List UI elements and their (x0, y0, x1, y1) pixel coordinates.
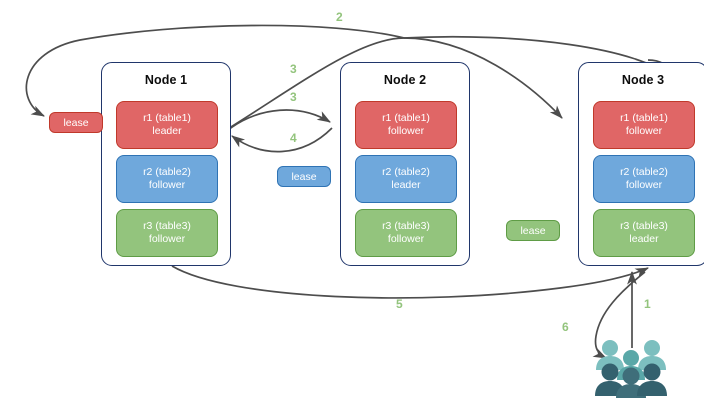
replica-name: r3 (table3) (143, 220, 191, 232)
node-container-2[interactable]: Node 2 r1 (table1) follower r2 (table2) … (340, 62, 470, 266)
edge-label-5: 5 (396, 297, 403, 311)
replica-name: r1 (table1) (143, 112, 191, 124)
edge-label-2: 2 (336, 10, 343, 24)
node-title: Node 1 (144, 73, 188, 87)
replica-n1-r3[interactable]: r3 (table3) follower (116, 209, 218, 257)
edge-label-6: 6 (562, 320, 569, 334)
edge-5 (171, 265, 649, 299)
edge-label-1: 1 (644, 297, 651, 311)
node-container-1[interactable]: Node 1 r1 (table1) leader r2 (table2) fo… (101, 62, 231, 266)
edge-label-3-lower: 3 (290, 90, 297, 104)
lease-chip-red[interactable]: lease (49, 112, 103, 133)
replica-name: r2 (table2) (382, 166, 430, 178)
replica-name: r2 (table2) (620, 166, 668, 178)
replica-n1-r2[interactable]: r2 (table2) follower (116, 155, 218, 203)
replica-name: r1 (table1) (382, 112, 430, 124)
node-title: Node 3 (621, 73, 665, 87)
replica-name: r1 (table1) (620, 112, 668, 124)
replica-name: r3 (table3) (382, 220, 430, 232)
replica-role: follower (148, 179, 186, 191)
replica-role: leader (629, 233, 659, 245)
replica-role: leader (152, 125, 182, 137)
replica-n3-r1[interactable]: r1 (table1) follower (593, 101, 695, 149)
node-title: Node 2 (383, 73, 427, 87)
replica-n2-r3[interactable]: r3 (table3) follower (355, 209, 457, 257)
replica-n3-r2[interactable]: r2 (table2) follower (593, 155, 695, 203)
replica-role: leader (391, 179, 421, 191)
node-container-3[interactable]: Node 3 r1 (table1) follower r2 (table2) … (578, 62, 704, 266)
replica-role: follower (625, 125, 663, 137)
replica-n1-r1[interactable]: r1 (table1) leader (116, 101, 218, 149)
lease-chip-blue[interactable]: lease (277, 166, 331, 187)
edge-label-4: 4 (290, 131, 297, 145)
users-group-icon (595, 340, 667, 398)
replica-role: follower (387, 125, 425, 137)
replica-n2-r2[interactable]: r2 (table2) leader (355, 155, 457, 203)
replica-role: follower (148, 233, 186, 245)
replica-n2-r1[interactable]: r1 (table1) follower (355, 101, 457, 149)
edge-4-lens (231, 127, 333, 153)
lease-chip-green[interactable]: lease (506, 220, 560, 241)
replica-name: r2 (table2) (143, 166, 191, 178)
replica-n3-r3[interactable]: r3 (table3) leader (593, 209, 695, 257)
replica-name: r3 (table3) (620, 220, 668, 232)
edge-label-3-upper: 3 (290, 62, 297, 76)
replica-role: follower (625, 179, 663, 191)
edge-3-lens (227, 109, 331, 131)
replica-role: follower (387, 233, 425, 245)
